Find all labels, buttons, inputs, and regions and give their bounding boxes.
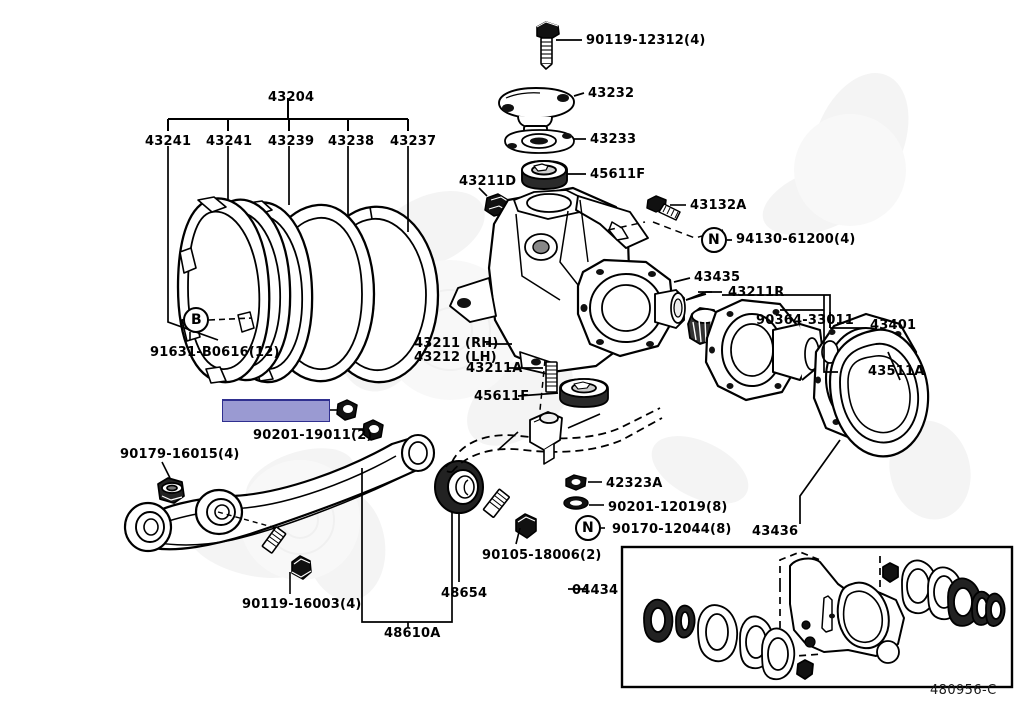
callout-90119-16003: 90119-16003(4) bbox=[242, 597, 362, 612]
part-90201-19011-washers bbox=[336, 399, 384, 441]
leader-43511a bbox=[887, 351, 901, 381]
part-45611f-upper-seal bbox=[521, 160, 568, 190]
callout-ref-b: B bbox=[191, 312, 202, 328]
callout-90201-12019: 90201-12019(8) bbox=[608, 500, 728, 515]
callout-45611f-bottom: 45611F bbox=[474, 389, 530, 404]
part-group-43204-retainers bbox=[176, 196, 440, 384]
callout-ref-n-upper: N bbox=[708, 232, 720, 248]
callout-42323a: 42323A bbox=[606, 476, 663, 491]
drawing-code: 480956-C bbox=[930, 683, 997, 698]
callout-43211d: 43211D bbox=[459, 174, 517, 189]
callout-90119-12312: 90119-12312(4) bbox=[586, 33, 706, 48]
part-90179-16015-nut bbox=[157, 477, 185, 504]
callout-90201-19011: 90201-19011(2) bbox=[253, 428, 373, 443]
callout-43211r: 43211R bbox=[728, 285, 785, 300]
leader-90179-16015 bbox=[161, 461, 171, 479]
leader-43211r bbox=[685, 291, 722, 301]
part-90105-18006-bolt bbox=[482, 488, 537, 539]
part-48654-bushing bbox=[434, 460, 484, 514]
callout-43239: 43239 bbox=[268, 134, 315, 149]
callout-45611f-top: 45611F bbox=[590, 167, 646, 182]
callout-43204: 43204 bbox=[268, 90, 315, 105]
part-48610a-lower-control-arm bbox=[123, 433, 436, 553]
part-upper-arm-phantom bbox=[444, 407, 663, 473]
callout-ref-n-lower: N bbox=[582, 520, 594, 536]
leader-90105-18006 bbox=[515, 527, 521, 545]
leader-43435 bbox=[673, 277, 691, 283]
callout-43241-second: 43241 bbox=[206, 134, 253, 149]
part-ball-joint-stud bbox=[497, 411, 601, 465]
part-90201-12019-washer bbox=[563, 496, 589, 510]
callout-90179-16015: 90179-16015(4) bbox=[120, 447, 240, 462]
callout-91631-b0616: 91631-B0616(12) bbox=[150, 345, 280, 360]
leader-43401-stem bbox=[823, 295, 838, 373]
callout-43241-left: 43241 bbox=[145, 134, 192, 149]
callout-90105-18006: 90105-18006(2) bbox=[482, 548, 602, 563]
part-43401-axle-hub-assembly bbox=[704, 298, 930, 458]
part-43233-gasket bbox=[504, 129, 575, 154]
callout-43212-lh: 43212 (LH) bbox=[414, 350, 497, 365]
leader-43232 bbox=[573, 92, 585, 97]
callout-43233: 43233 bbox=[590, 132, 637, 147]
selected-part-highlight[interactable] bbox=[222, 399, 330, 422]
part-45611f-lower-seal bbox=[559, 378, 609, 408]
callout-43401: 43401 bbox=[870, 318, 917, 333]
part-43132a-bolt bbox=[646, 195, 681, 221]
reference-symbol-n-lower bbox=[575, 515, 601, 541]
leader-43436 bbox=[799, 439, 841, 524]
callout-48610a: 48610A bbox=[384, 626, 441, 641]
leader-43211d bbox=[478, 187, 488, 197]
callout-48654: 48654 bbox=[441, 586, 488, 601]
reference-symbol-n-upper bbox=[701, 227, 727, 253]
part-43232-cap bbox=[498, 87, 575, 142]
leader-45611f-lower bbox=[517, 392, 559, 397]
callout-43435: 43435 bbox=[694, 270, 741, 285]
bracket-48610a bbox=[361, 468, 453, 628]
leader-arm-dash bbox=[217, 511, 277, 529]
callout-94130-61200: 94130-61200(4) bbox=[736, 232, 856, 247]
callout-43211a: 43211A bbox=[466, 361, 523, 376]
callout-90170-12044: 90170-12044(8) bbox=[612, 522, 732, 537]
callout-43436: 43436 bbox=[752, 524, 799, 539]
part-43211a-stud bbox=[545, 361, 558, 393]
leaders-43204-group bbox=[167, 146, 409, 341]
callout-43237: 43237 bbox=[390, 134, 437, 149]
callout-90364-33011: 90364-33011 bbox=[756, 313, 855, 328]
callout-43238: 43238 bbox=[328, 134, 375, 149]
leader-b-dash bbox=[208, 317, 253, 321]
callout-43211-rh: 43211 (RH) bbox=[414, 336, 499, 351]
callout-43232: 43232 bbox=[588, 86, 635, 101]
callout-43132a: 43132A bbox=[690, 198, 747, 213]
leader-knuckle-dash bbox=[607, 221, 646, 231]
part-90119-12312-bolt bbox=[536, 21, 560, 70]
part-42323a-washer bbox=[565, 474, 587, 491]
part-43435-backing-plate bbox=[576, 258, 686, 358]
part-90119-16003-bolt bbox=[261, 526, 312, 580]
callout-43511a: 43511A bbox=[868, 364, 925, 379]
part-43511a-ring bbox=[828, 328, 930, 458]
inset-content-04434 bbox=[643, 551, 1006, 681]
callout-04434: 04434 bbox=[572, 583, 619, 598]
bracket-43204 bbox=[167, 98, 409, 131]
reference-symbol-b bbox=[183, 307, 209, 333]
